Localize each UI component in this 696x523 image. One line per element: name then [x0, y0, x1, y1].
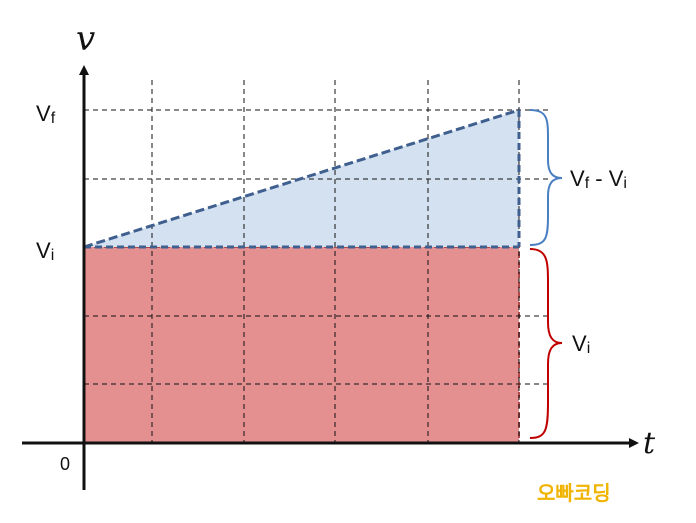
- upper-brace: [529, 109, 563, 246]
- vi-level-label: Vi: [36, 238, 54, 264]
- rectangle-area-region: [83, 246, 520, 444]
- lower-brace: [529, 248, 563, 439]
- velocity-slope-line: [83, 108, 520, 249]
- grid: [84, 80, 550, 443]
- y-axis-label: v: [76, 19, 95, 59]
- brand-watermark: 오빠코딩: [537, 481, 611, 505]
- x-axis-label: t: [643, 426, 656, 461]
- lower-brace-label: Vi: [572, 331, 590, 357]
- origin-label: 0: [60, 454, 70, 474]
- upper-brace-label: Vf - Vi: [570, 166, 627, 192]
- vf-level-label: Vf: [36, 101, 56, 127]
